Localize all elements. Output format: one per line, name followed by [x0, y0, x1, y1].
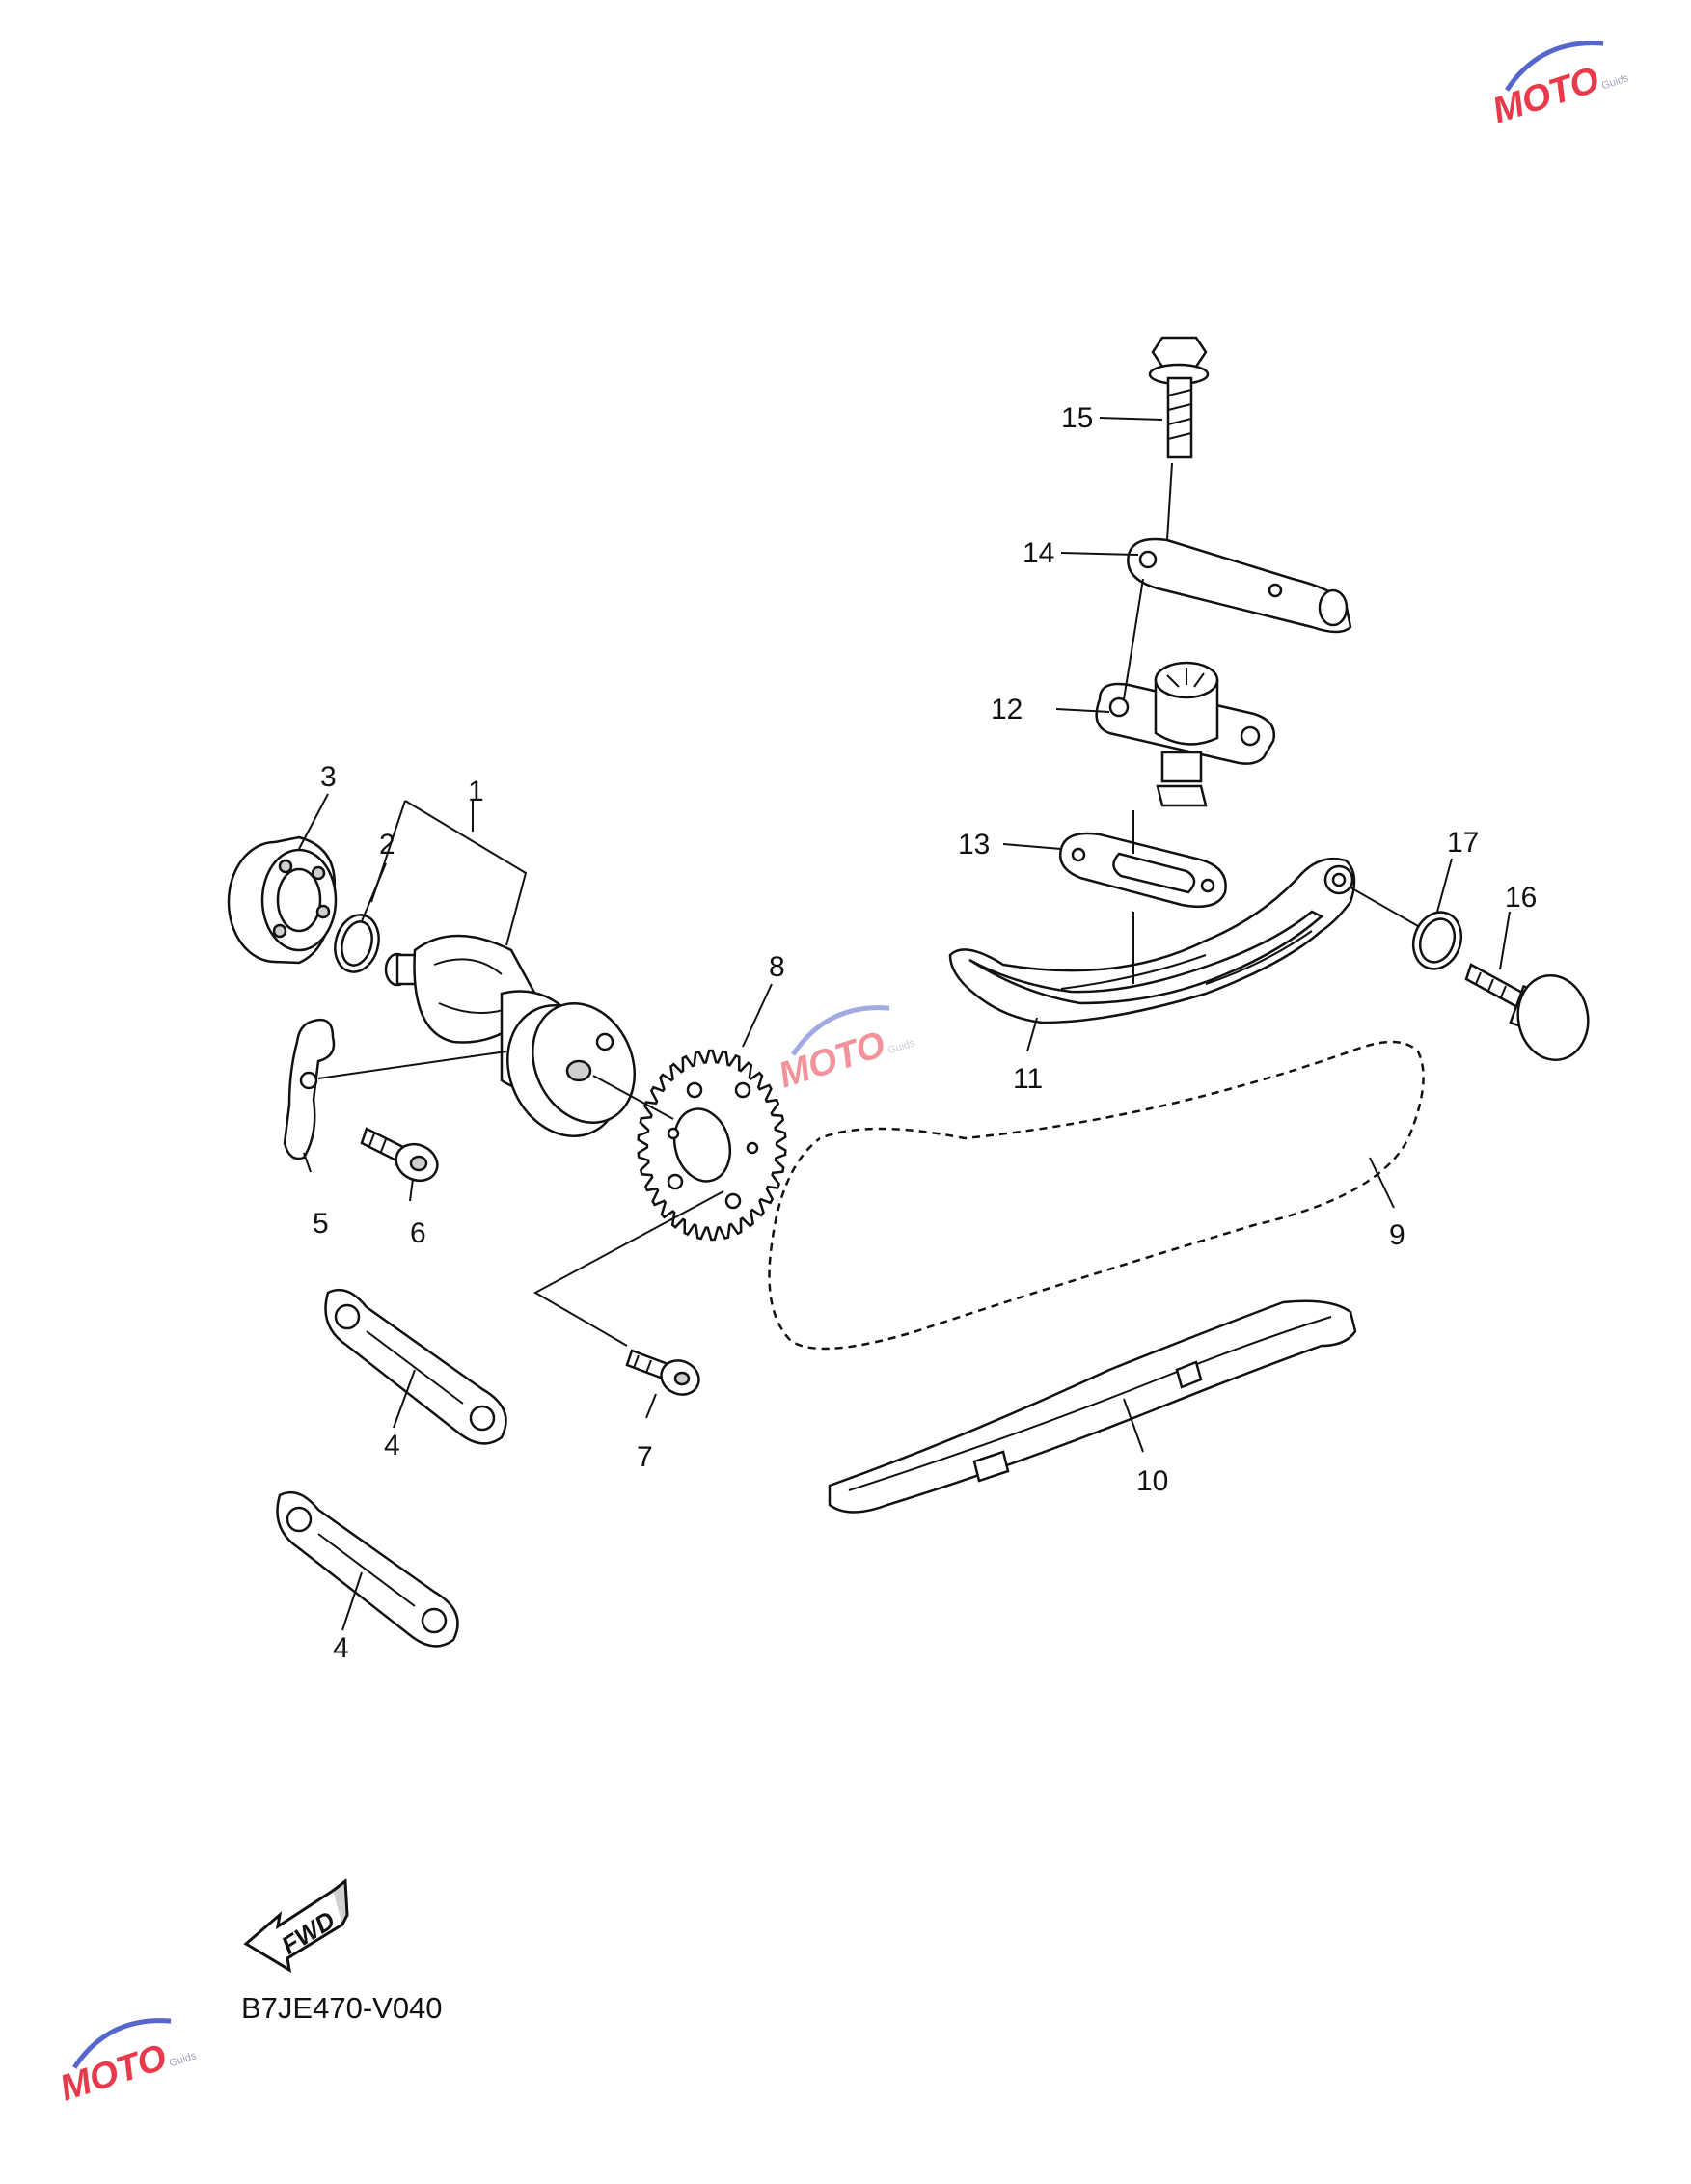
part-9-cam-chain	[766, 1039, 1427, 1351]
part-2-oring	[334, 914, 380, 973]
part-4-plate-lower	[276, 1490, 459, 1648]
callout-17: 17	[1447, 827, 1479, 859]
callout-4-upper: 4	[384, 1430, 400, 1461]
part-10-chain-guide	[828, 1299, 1357, 1514]
part-12-tensioner	[1095, 661, 1276, 807]
watermark-logo-bottom: MOTO Guids	[55, 2018, 199, 2110]
watermark-brand: MOTO	[1487, 60, 1604, 132]
part-14-gasket	[1127, 537, 1352, 634]
callout-13: 13	[958, 829, 990, 860]
callout-10: 10	[1136, 1465, 1168, 1497]
callout-3: 3	[320, 761, 337, 793]
callout-4-lower: 4	[333, 1632, 349, 1664]
part-1-camshaft	[384, 934, 637, 1137]
callout-14: 14	[1023, 537, 1054, 569]
watermark-logo-middle: MOTO Guids	[774, 1005, 917, 1097]
watermark-logo-top: MOTO Guids	[1487, 41, 1631, 132]
part-17-oring	[1411, 911, 1463, 970]
watermark-sub: Guids	[1600, 72, 1631, 92]
watermark-brand: MOTO	[774, 1024, 890, 1097]
callout-8: 8	[769, 951, 785, 983]
part-5-plate	[283, 1018, 336, 1160]
callout-1: 1	[468, 776, 484, 807]
part-8-sprocket	[637, 1049, 787, 1242]
callout-6: 6	[410, 1217, 426, 1249]
callout-labels: 1 2 3 4 4 5 6 7 8 9 10 11 12 13 14 15 16…	[313, 402, 1537, 1664]
part-code: B7JE470-V040	[241, 1991, 443, 2025]
part-16-guide-bolt	[1464, 963, 1590, 1062]
leader-lines	[298, 417, 1511, 1631]
callout-2: 2	[379, 829, 395, 860]
callout-9: 9	[1389, 1219, 1405, 1251]
part-15-bolt	[1148, 336, 1210, 459]
watermark-brand: MOTO	[55, 2037, 172, 2110]
part-4-plate-upper	[324, 1288, 507, 1445]
callout-11: 11	[1013, 1063, 1043, 1095]
callout-12: 12	[991, 694, 1023, 725]
fwd-arrow: FWD	[243, 1878, 349, 1973]
part-7-bolt	[625, 1349, 700, 1396]
part-11-tensioner-guide	[948, 857, 1356, 1024]
callout-7: 7	[637, 1441, 653, 1473]
callout-15: 15	[1061, 402, 1093, 434]
watermark-sub: Guids	[168, 2050, 199, 2069]
part-13-gasket	[1058, 832, 1227, 909]
watermark-sub: Guids	[886, 1037, 917, 1056]
part-3-bearing	[227, 835, 338, 965]
callout-16: 16	[1505, 882, 1537, 914]
part-6-bolt	[360, 1127, 439, 1183]
callout-5: 5	[313, 1208, 329, 1240]
